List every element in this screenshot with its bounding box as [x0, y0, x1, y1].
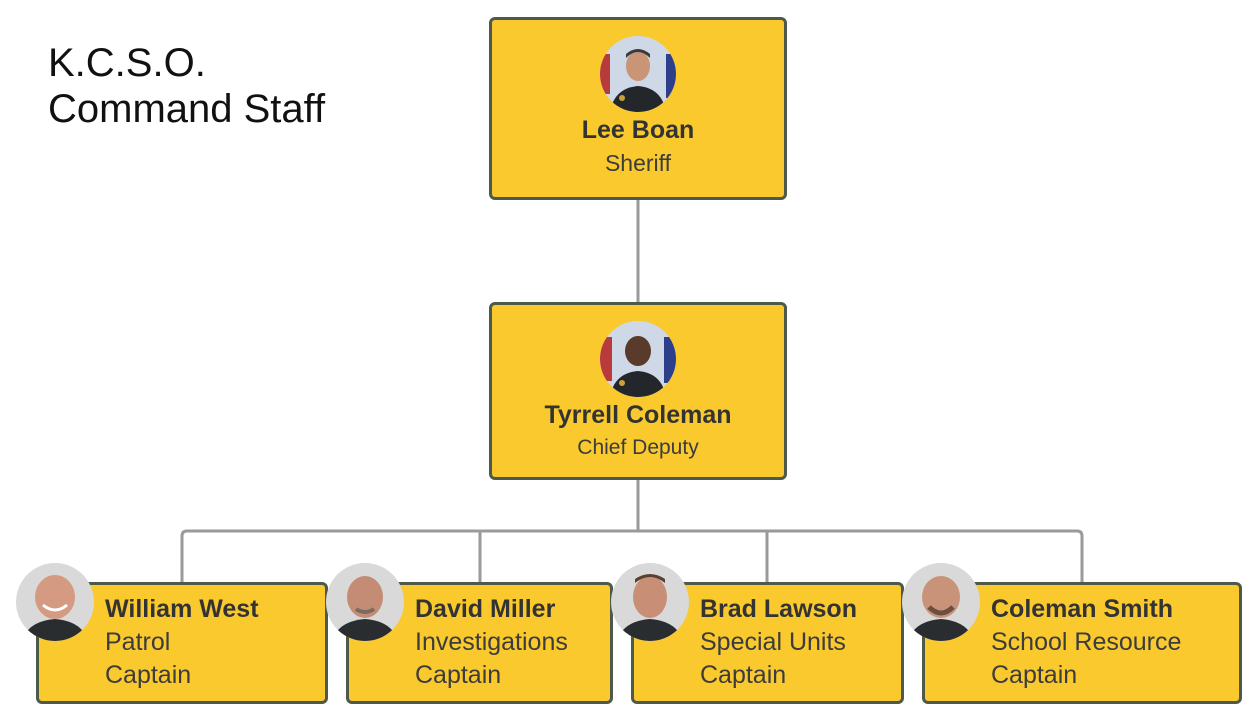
- page-title: K.C.S.O. Command Staff: [48, 40, 325, 132]
- captain-card-school-resource: Coleman Smith School Resource Captain: [922, 582, 1242, 704]
- captain-rank: Captain: [415, 661, 502, 689]
- captain-name: Coleman Smith: [991, 595, 1173, 623]
- avatar-captain-investigations: [326, 563, 404, 641]
- captain-rank: Captain: [991, 661, 1078, 689]
- avatar-chief-deputy: [600, 321, 676, 397]
- sheriff-role: Sheriff: [604, 150, 672, 176]
- captain-text: David Miller Investigations Captain: [415, 593, 568, 692]
- title-line-1: K.C.S.O.: [48, 41, 206, 85]
- captain-division: School Resource: [991, 628, 1182, 656]
- sheriff-name: Lee Boan: [581, 116, 695, 144]
- captain-text: Coleman Smith School Resource Captain: [991, 593, 1181, 692]
- avatar-sheriff: [600, 36, 676, 112]
- captain-division: Special Units: [700, 628, 846, 656]
- captain-division: Investigations: [415, 628, 568, 656]
- chief-deputy-role: Chief Deputy: [577, 436, 699, 459]
- captain-card-patrol: William West Patrol Captain: [36, 582, 328, 704]
- chief-deputy-card: Tyrrell Coleman Chief Deputy: [489, 302, 787, 480]
- avatar-captain-special-units: [611, 563, 689, 641]
- connector-captains-bar: [180, 529, 1084, 583]
- sheriff-card: Lee Boan Sheriff: [489, 17, 787, 200]
- title-line-2: Command Staff: [48, 87, 326, 131]
- chief-deputy-name: Tyrrell Coleman: [544, 401, 732, 429]
- captain-text: William West Patrol Captain: [105, 593, 259, 692]
- captain-text: Brad Lawson Special Units Captain: [700, 593, 857, 692]
- captain-division: Patrol: [105, 628, 171, 656]
- captain-name: David Miller: [415, 595, 556, 623]
- captain-name: Brad Lawson: [700, 595, 857, 623]
- avatar-captain-school-resource: [902, 563, 980, 641]
- captain-name: William West: [105, 595, 259, 623]
- avatar-captain-patrol: [16, 563, 94, 641]
- captain-rank: Captain: [105, 661, 192, 689]
- captain-rank: Captain: [700, 661, 787, 689]
